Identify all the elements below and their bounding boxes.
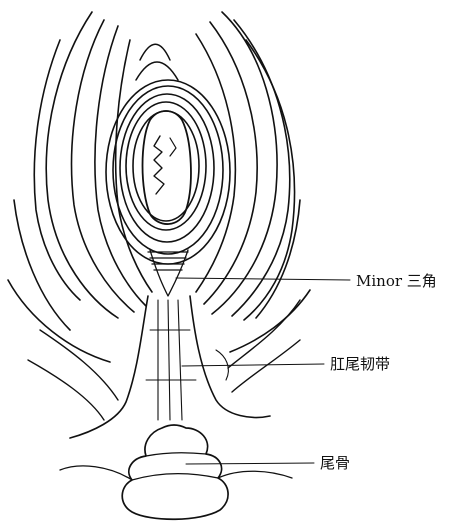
anococcygeal-ligament-label: 肛尾韧带 bbox=[330, 357, 390, 372]
coccyx-bone bbox=[60, 425, 292, 519]
levator-muscle-left bbox=[8, 12, 152, 362]
anal-canal bbox=[143, 111, 191, 224]
ligament-leader bbox=[182, 364, 324, 366]
anococcygeal-ligament bbox=[70, 296, 270, 438]
upper-muscle-notch bbox=[136, 44, 178, 80]
perineal-muscle-strands bbox=[28, 300, 300, 420]
coccyx-label: 尾骨 bbox=[320, 456, 350, 471]
coccyx-leader bbox=[186, 463, 314, 464]
minor-triangle-label: Minor 三角 bbox=[356, 274, 437, 289]
leader-lines bbox=[176, 278, 350, 464]
external-sphincter-rings bbox=[106, 80, 230, 264]
minor-triangle-region bbox=[148, 250, 188, 296]
